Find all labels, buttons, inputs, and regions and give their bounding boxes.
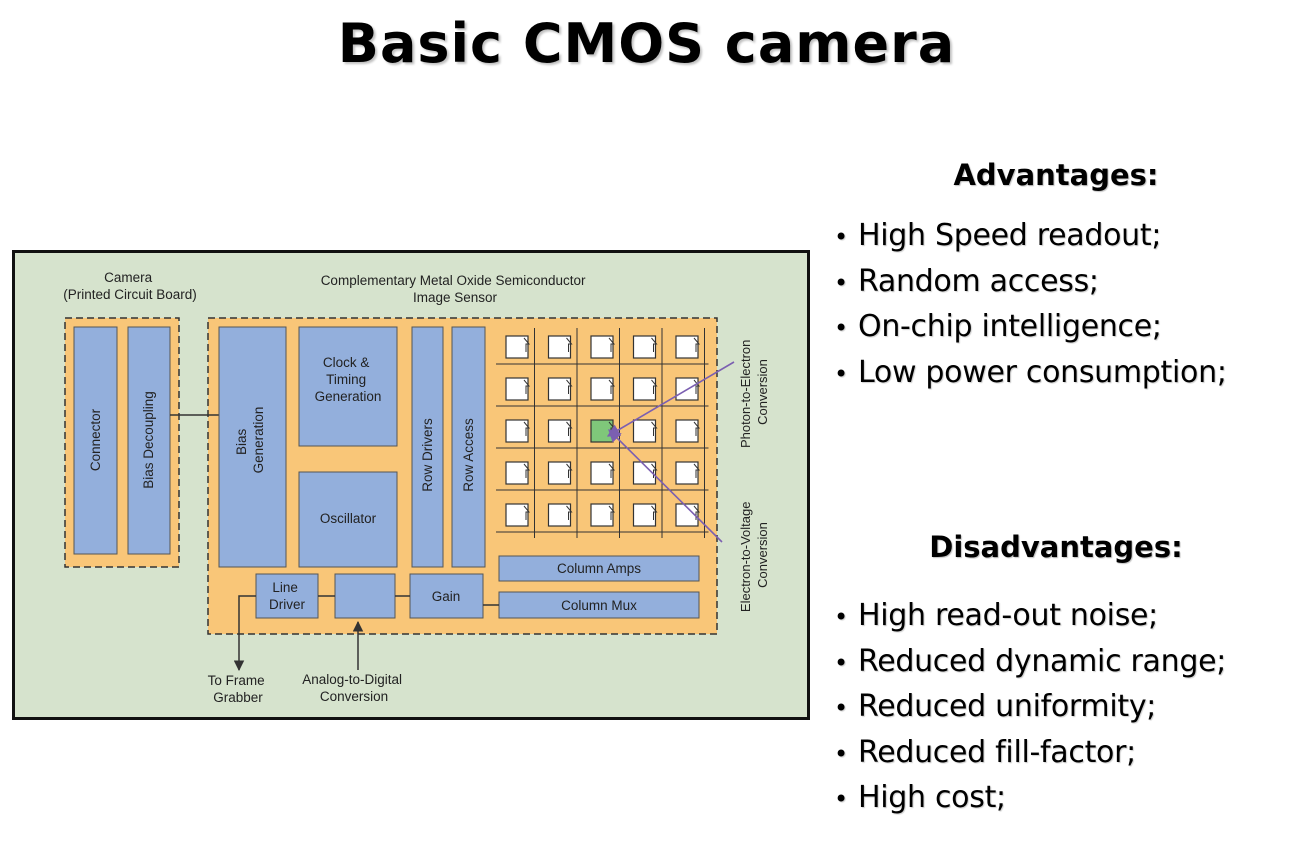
advantages-panel: Advantages: •High Speed readout; •Random… (826, 158, 1286, 396)
pixel-cell (496, 328, 539, 370)
to-frame-grabber-label: To Frame Grabber (208, 673, 269, 705)
connector-block (73, 326, 118, 555)
row-drivers-block (411, 326, 444, 568)
list-item: •On-chip intelligence; (834, 309, 1162, 344)
advantages-list: •High Speed readout; •Random access; •On… (826, 214, 1286, 396)
connector-label: Connector (88, 408, 103, 471)
list-item: •Reduced uniformity; (834, 689, 1157, 724)
photon-to-electron-label: Photon-to-Electron Conversion (738, 336, 770, 448)
pixel-cell (538, 328, 581, 370)
column-amps-label: Column Amps (557, 561, 641, 576)
pixel-cell (538, 412, 581, 454)
pixel-cell (666, 496, 709, 538)
pixel-cell (666, 412, 709, 454)
column-mux-label: Column Mux (561, 598, 637, 613)
pixel-cell (666, 328, 709, 370)
bias-decoupling-block (127, 326, 171, 555)
pixel-cell (581, 328, 624, 370)
disadvantages-panel: Disadvantages: •High read-out noise; •Re… (826, 530, 1286, 822)
cmos-camera-diagram: Camera (Printed Circuit Board) Complemen… (12, 250, 810, 720)
list-item: •High read-out noise; (834, 598, 1158, 633)
sensor-label: Complementary Metal Oxide Semiconductor … (321, 273, 590, 305)
pixel-cell (496, 454, 539, 496)
clock-timing-label: Clock & Timing Generation (315, 355, 382, 404)
disadvantages-heading: Disadvantages: (929, 530, 1183, 564)
pixel-cell (496, 496, 539, 538)
list-item: •Reduced dynamic range; (834, 643, 1227, 679)
list-item: •Low power consumption; (834, 354, 1227, 390)
electron-to-voltage-label: Electron-to-Voltage Conversion (738, 498, 770, 612)
clock-timing-block (298, 326, 398, 447)
bias-decoupling-label: Bias Decoupling (141, 391, 156, 489)
frame-grabber-arrow (233, 595, 256, 672)
row-access-block (451, 326, 486, 568)
bias-generation-label: Bias Generation (234, 407, 266, 474)
pixel-cell (538, 454, 581, 496)
column-amps-block (498, 555, 700, 582)
disadvantages-list: •High read-out noise; •Reduced dynamic r… (826, 594, 1286, 822)
electron-arrow (608, 429, 723, 543)
pixel-cell (581, 496, 624, 538)
pixel-cell (538, 496, 581, 538)
oscillator-label: Oscillator (320, 511, 377, 526)
advantages-heading: Advantages: (953, 158, 1159, 192)
pixel-cell (538, 370, 581, 412)
gain-label: Gain (432, 589, 461, 604)
oscillator-block (298, 471, 398, 568)
list-item: •Reduced fill-factor; (834, 734, 1136, 770)
pixel-cell (623, 496, 666, 538)
pixel-cell (581, 370, 624, 412)
adc-conversion-label: Analog-to-Digital Conversion (302, 672, 406, 704)
pixel-cell (623, 454, 666, 496)
bias-generation-block (218, 326, 287, 568)
column-mux-block (498, 591, 700, 619)
pixel-cell (623, 328, 666, 370)
list-item: •Random access; (834, 263, 1099, 299)
pixel-cell (581, 454, 624, 496)
row-access-label: Row Access (461, 418, 476, 492)
pixel-cell (666, 454, 709, 496)
page-title: Basic CMOS camera (337, 12, 956, 75)
pixel-cell (496, 412, 539, 454)
list-item: •High cost; (834, 780, 1006, 815)
pixel-cell (496, 370, 539, 412)
adc-block (334, 573, 396, 619)
pixel-cell (623, 412, 666, 454)
row-drivers-label: Row Drivers (420, 418, 435, 492)
pixel-grid (496, 328, 709, 538)
list-item: •High Speed readout; (834, 218, 1162, 253)
line-driver-block (255, 573, 319, 619)
camera-label: Camera (Printed Circuit Board) (63, 270, 197, 302)
photon-arrow (606, 361, 735, 437)
line-driver-label: Line Driver (269, 580, 306, 612)
